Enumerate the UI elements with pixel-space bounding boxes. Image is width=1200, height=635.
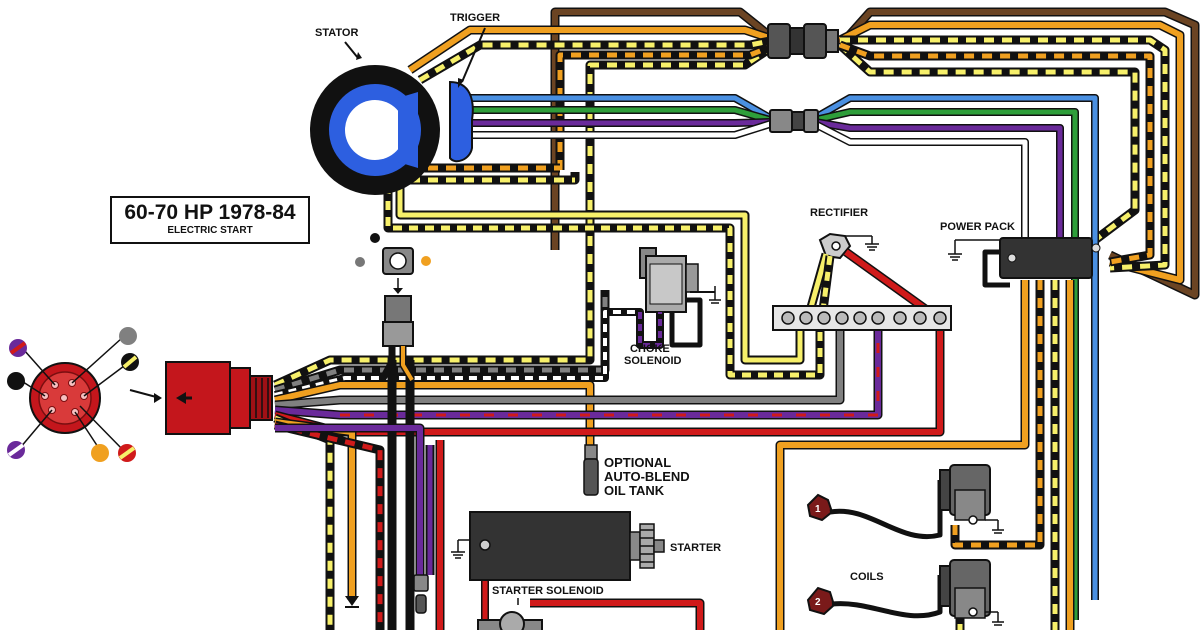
- starter-label: STARTER: [670, 542, 721, 554]
- coil-1-number: 1: [815, 504, 821, 515]
- power-pack-label: POWER PACK: [940, 221, 1015, 233]
- round-plug: [7, 327, 139, 462]
- terminal-block: [772, 305, 952, 331]
- coil-2-number: 2: [815, 597, 821, 608]
- stator-label: STATOR: [315, 27, 358, 39]
- optional-label-3: OIL TANK: [604, 483, 665, 498]
- main-harness: [273, 290, 945, 630]
- power-pack: POWER PACK: [940, 221, 1101, 288]
- choke-label-2: SOLENOID: [624, 355, 682, 367]
- coil-2: 2: [806, 559, 1004, 626]
- rectifier: RECTIFIER: [803, 207, 941, 322]
- lower-components: [345, 574, 429, 614]
- coils-label: COILS: [850, 571, 884, 583]
- starter: STARTER: [451, 511, 721, 581]
- optional-label-1: OPTIONAL: [604, 455, 671, 470]
- coil-1: 1: [806, 464, 1004, 540]
- key-connector-plug: [355, 233, 431, 382]
- diagram-title: 60-70 HP 1978-84: [124, 201, 296, 224]
- choke-label-1: CHOKE: [630, 343, 670, 355]
- rectifier-label: RECTIFIER: [810, 207, 868, 219]
- stator: STATOR TRIGGER: [310, 12, 500, 195]
- oil-tank: OPTIONAL AUTO-BLEND OIL TANK: [583, 444, 690, 498]
- stator-rectifier-wires: [383, 185, 825, 380]
- main-connector: [129, 361, 273, 435]
- coils: COILS 1 2: [806, 464, 1004, 626]
- choke-solenoid: CHOKE SOLENOID: [624, 247, 721, 367]
- title-box: 60-70 HP 1978-84 ELECTRIC START: [110, 196, 310, 244]
- starter-solenoid-label: STARTER SOLENOID: [492, 585, 604, 597]
- starter-solenoid: STARTER SOLENOID: [477, 585, 604, 635]
- optional-label-2: AUTO-BLEND: [604, 469, 690, 484]
- diagram-subtitle: ELECTRIC START: [167, 225, 253, 236]
- trigger: [449, 80, 474, 163]
- trigger-harness: [470, 94, 1099, 620]
- top-connector: [767, 23, 839, 59]
- trigger-label: TRIGGER: [450, 12, 500, 24]
- trigger-connector: [769, 109, 819, 133]
- powerpack-down-wires: [775, 280, 1075, 630]
